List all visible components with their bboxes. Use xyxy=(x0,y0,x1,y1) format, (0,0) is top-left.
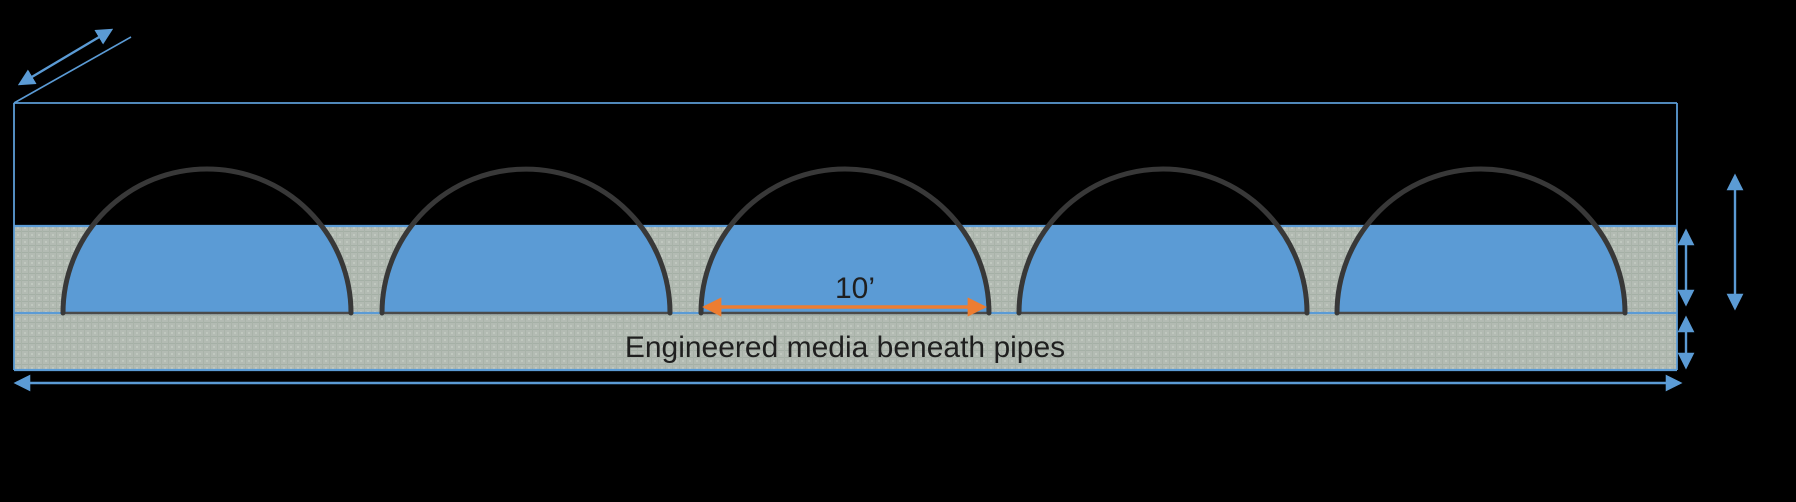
pipe xyxy=(1334,166,1628,316)
pipe-arc-outline xyxy=(1016,166,1310,316)
pipe-water-fill xyxy=(1019,226,1307,313)
pipe-water-fill xyxy=(63,226,351,313)
length-direction-arrow xyxy=(17,28,114,86)
perspective-edge-line xyxy=(13,36,132,104)
media-caption: Engineered media beneath pipes xyxy=(625,331,1065,364)
pipe xyxy=(379,166,673,316)
pipe-width-label: 10’ xyxy=(835,272,875,305)
pipe-water-fill xyxy=(1336,226,1625,313)
pipe-water-fill xyxy=(701,226,989,313)
pipe xyxy=(1016,166,1310,316)
pipe xyxy=(60,166,354,316)
pipe-water-fill xyxy=(382,226,670,313)
pipe-arc-outline xyxy=(379,166,673,316)
pipe-arc-outline xyxy=(60,166,354,316)
pipe-arc-outline xyxy=(698,166,992,316)
pipe-arc-outline xyxy=(1334,166,1628,316)
